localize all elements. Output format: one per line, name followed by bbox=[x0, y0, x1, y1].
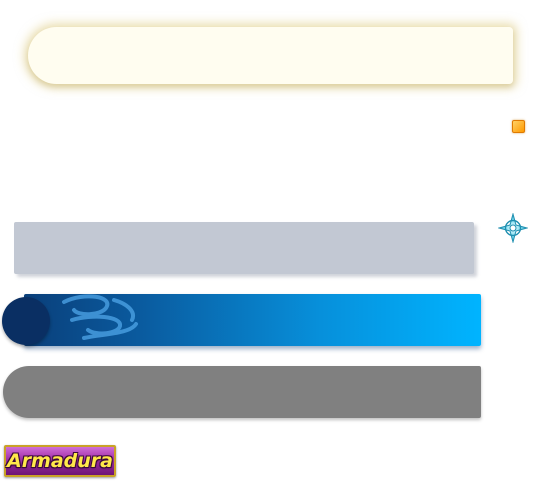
title-panel bbox=[28, 27, 513, 84]
crosshair-compass-icon[interactable] bbox=[497, 212, 529, 244]
grey-bar[interactable] bbox=[3, 366, 481, 418]
grey-blue-bar[interactable] bbox=[14, 222, 474, 274]
blue-gradient-bar[interactable] bbox=[24, 294, 481, 346]
swirl-decoration-icon bbox=[62, 294, 138, 340]
armadura-button[interactable]: Armadura bbox=[4, 445, 116, 477]
armadura-label: Armadura bbox=[6, 450, 113, 472]
orange-square-icon[interactable] bbox=[512, 120, 525, 133]
blue-circle-knob[interactable] bbox=[2, 297, 50, 345]
